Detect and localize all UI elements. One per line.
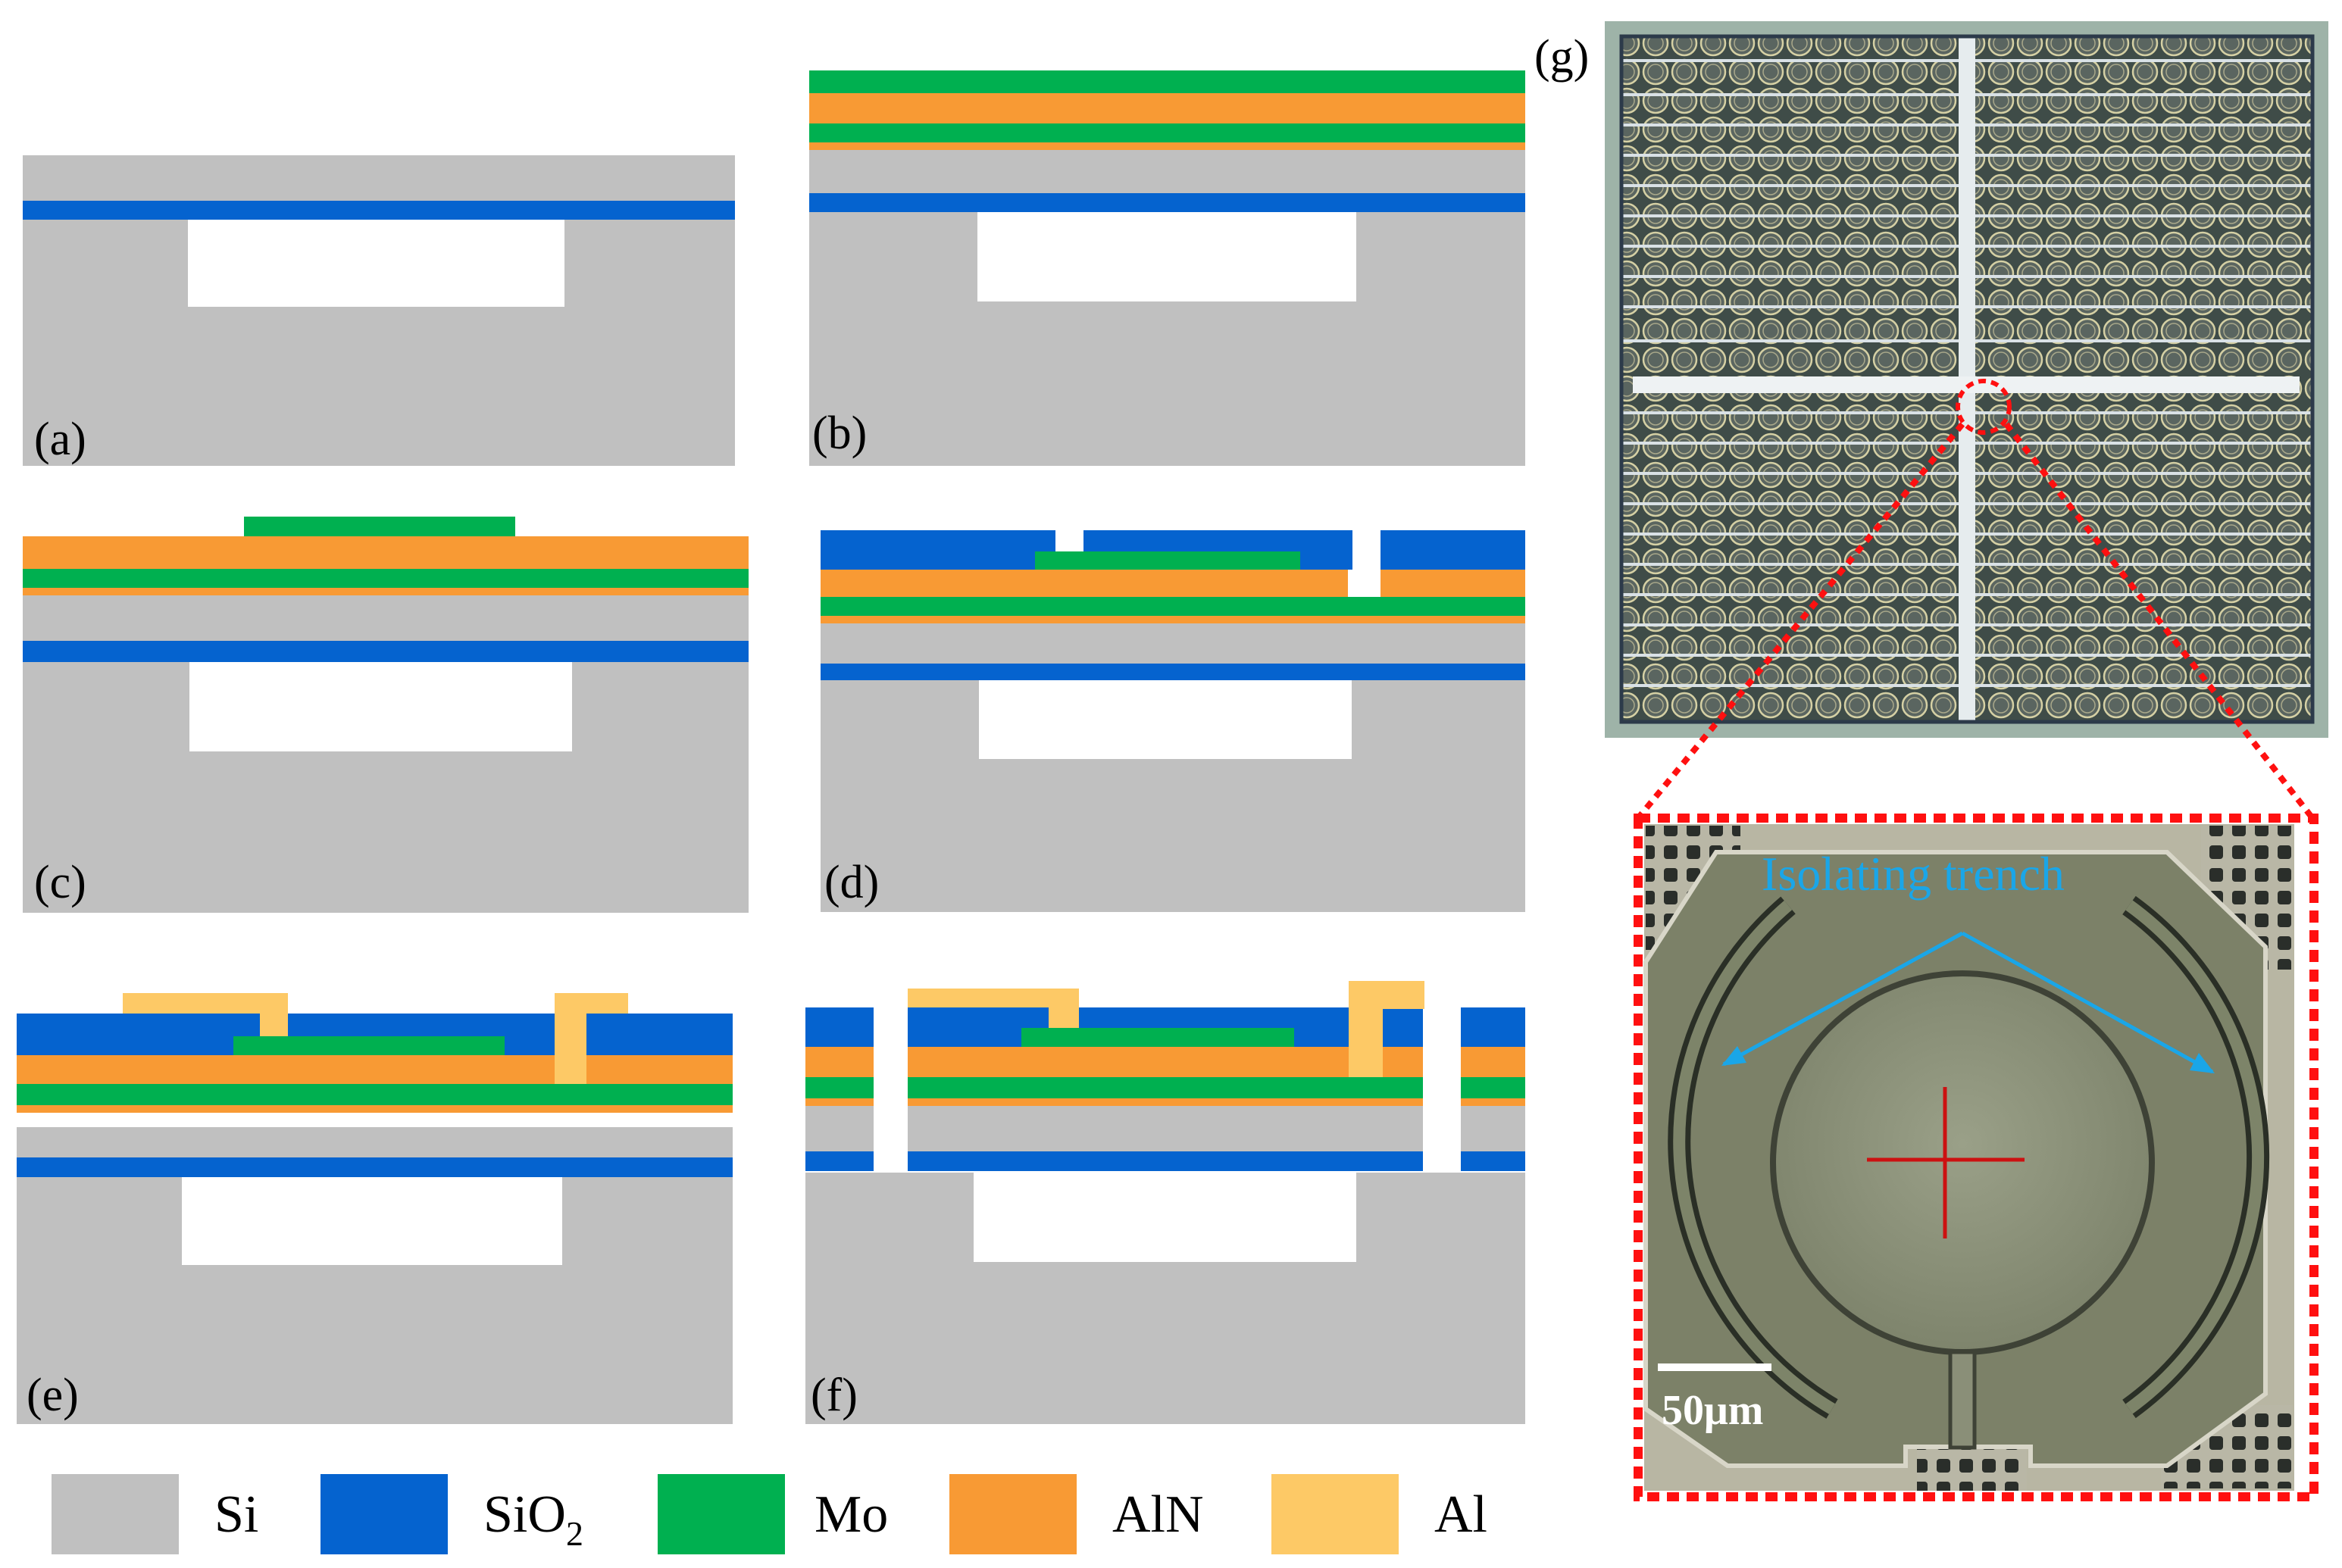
legend-item-aln: AlN: [949, 1474, 1204, 1554]
aln-layer-left: [821, 570, 1348, 597]
panel-label-f: (f): [811, 1370, 858, 1421]
annotation-arrows: [1722, 931, 2214, 1074]
mo-bottom-electrode: [23, 569, 749, 588]
legend-item-sio2: SiO2: [321, 1474, 583, 1554]
cavity: [979, 680, 1352, 759]
sio2-passivation-left: [821, 530, 1055, 570]
aln-layer-right: [1380, 570, 1525, 597]
arrowhead-left-icon: [1721, 1046, 1746, 1066]
panel-label-g: (g): [1534, 31, 1589, 83]
arrowhead-right-icon: [2190, 1053, 2215, 1073]
legend-item-al: Al: [1271, 1474, 1487, 1554]
zoom-box-border: [1634, 814, 2319, 1501]
sio2-layer: [23, 641, 749, 662]
panel-label-b: (b): [812, 408, 867, 459]
legend-item-mo: Mo: [658, 1474, 888, 1554]
legend-swatch-aln: [949, 1474, 1077, 1554]
feed-line: [1948, 1350, 1977, 1450]
panel-label-e: (e): [27, 1370, 79, 1421]
svg-text:SiO2: SiO2: [483, 1485, 583, 1553]
mo-top-layer: [809, 70, 1525, 93]
legend-item-si: Si: [52, 1474, 258, 1554]
svg-text:Al: Al: [1434, 1485, 1487, 1544]
corner-pads-bottom-center: [1917, 1447, 2027, 1491]
panel-label-a: (a): [34, 414, 86, 465]
zoomed-device-micrograph: Isolating trench 50μm: [1634, 814, 2319, 1501]
panel-c-cross-section: (c): [23, 517, 749, 913]
aln-seed-layer: [821, 616, 1525, 623]
isolating-trench-right-inner: [2125, 900, 2265, 1414]
aln-seed-layer: [809, 142, 1525, 150]
resonator-membrane: [1770, 970, 2155, 1355]
sio2-passivation-right: [1380, 530, 1525, 570]
mo-top-electrode: [233, 1036, 505, 1055]
mo-bottom-electrode: [821, 597, 1525, 616]
mo-top-electrode: [244, 517, 515, 536]
cavity: [188, 220, 564, 307]
panel-b-cross-section: (b): [809, 70, 1525, 466]
legend-swatch-sio2: [321, 1474, 448, 1554]
isolating-trench-left-inner: [1673, 900, 1836, 1414]
mo-top-electrode: [1035, 551, 1300, 570]
crosshair: [1867, 1087, 2025, 1238]
sio2-layer: [821, 664, 1525, 680]
aln-layer: [17, 1055, 733, 1084]
svg-text:AlN: AlN: [1112, 1485, 1204, 1544]
scale-bar-label: 50μm: [1662, 1387, 1763, 1434]
cavity: [182, 1177, 562, 1265]
al-contact-left: [123, 993, 288, 1036]
aln-layer: [809, 93, 1525, 123]
aln-layer: [23, 536, 749, 569]
legend-swatch-si: [52, 1474, 179, 1554]
dark-rim: [1619, 34, 2315, 724]
zoom-target-circle: [1956, 379, 2012, 435]
al-contact-right: [555, 993, 628, 1084]
panel-d-cross-section: (d): [821, 530, 1525, 912]
legend-swatch-al: [1271, 1474, 1399, 1554]
mo-bottom-electrode: [17, 1084, 733, 1105]
al-contact-left: [908, 989, 1079, 1028]
mo-layer: [809, 123, 1525, 142]
subscript: 2: [566, 1514, 583, 1553]
panel-e-cross-section: (e): [17, 993, 733, 1424]
panel-a-cross-section: (a): [23, 155, 735, 466]
aln-seed-layer: [17, 1105, 733, 1113]
sio2-layer: [17, 1157, 733, 1177]
cavity: [977, 212, 1356, 301]
panel-g-chip-micrograph: (g): [1534, 21, 2328, 820]
mo-top-electrode: [1021, 1028, 1294, 1047]
svg-text:Mo: Mo: [815, 1485, 888, 1544]
cavity: [189, 662, 572, 751]
scale-bar: [1658, 1363, 1771, 1371]
horizontal-street: [1633, 376, 2300, 393]
svg-text:Si: Si: [214, 1485, 258, 1544]
aln-seed-layer: [23, 588, 749, 595]
panel-label-d: (d): [824, 857, 879, 908]
panel-f-cross-section: (f): [805, 981, 1525, 1424]
legend: Si SiO2 Mo AlN Al: [52, 1474, 1487, 1554]
stack-middle: [908, 1007, 1423, 1171]
isolating-trench-label: Isolating trench: [1762, 847, 2065, 901]
sio2-layer: [23, 201, 735, 220]
stack-left: [805, 1007, 874, 1171]
al-contact-right: [1349, 981, 1424, 1077]
zoom-line-right: [2003, 422, 2315, 820]
legend-swatch-mo: [658, 1474, 785, 1554]
cavity: [974, 1173, 1356, 1262]
sio2-layer: [809, 193, 1525, 212]
stack-right: [1461, 1007, 1525, 1171]
panel-label-c: (c): [34, 857, 86, 908]
